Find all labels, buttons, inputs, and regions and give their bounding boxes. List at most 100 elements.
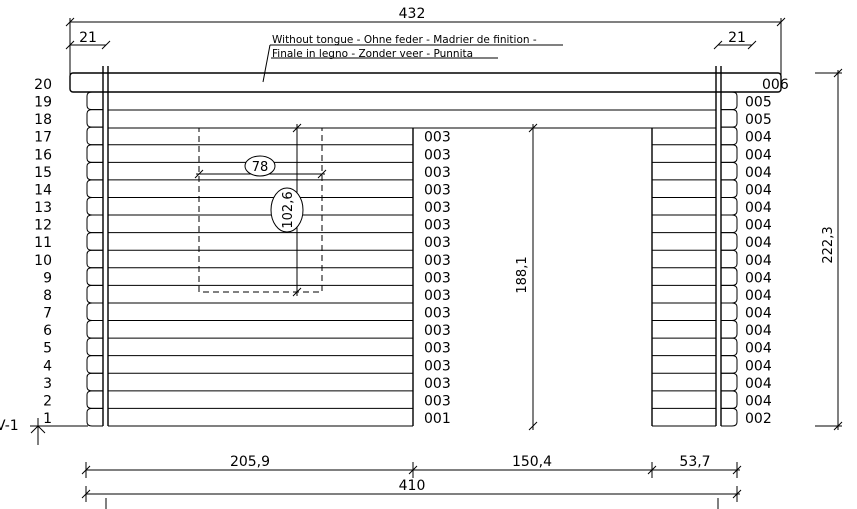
log-end-left: [86, 372, 103, 392]
log-end-right: [721, 249, 738, 269]
log-end-right: [721, 214, 738, 234]
log-end-right: [721, 109, 738, 128]
level-marker: V-1: [0, 418, 88, 445]
log-end-right: [721, 337, 738, 357]
log-end-right: [721, 372, 738, 392]
right-log-code: 004: [745, 165, 772, 181]
left-log-code: 003: [424, 393, 451, 409]
log-end-left: [86, 179, 103, 198]
right-log-code: 004: [745, 376, 772, 392]
right-log-code: 006: [762, 77, 789, 93]
log-end-right: [721, 407, 738, 427]
log-end-right: [721, 320, 738, 339]
row-number: 5: [43, 341, 52, 357]
left-log-code: 001: [424, 411, 451, 427]
left-log-code: 003: [424, 306, 451, 322]
row-number: 4: [43, 358, 52, 374]
right-log-codes: 0060050050040040040040040040040040040040…: [745, 77, 789, 427]
right-log-code: 005: [745, 95, 772, 111]
window-height-dimension: 102,6: [270, 123, 304, 297]
left-log-code: 003: [424, 165, 451, 181]
log-end-right: [721, 196, 738, 216]
right-log-code: 004: [745, 253, 772, 269]
level-marker-label: V-1: [0, 418, 19, 434]
log-end-left: [86, 91, 103, 111]
door-height-dimension: 188,1: [515, 123, 538, 431]
row-number: 15: [34, 165, 52, 181]
left-log-code: 003: [424, 130, 451, 146]
segment-left-label: 205,9: [230, 454, 270, 470]
right-log-code: 004: [745, 393, 772, 409]
segment-door-label: 150,4: [512, 454, 552, 470]
row-number: 18: [34, 112, 52, 128]
left-log-code: 003: [424, 253, 451, 269]
log-end-right: [721, 144, 738, 163]
log-end-right: [721, 267, 738, 286]
log-end-left: [86, 109, 103, 128]
right-log-code: 004: [745, 323, 772, 339]
log-end-right: [721, 126, 738, 146]
row-number: 1: [43, 411, 52, 427]
row-number: 16: [34, 147, 52, 163]
log-end-left: [86, 267, 103, 286]
row-number: 11: [34, 235, 52, 251]
log-end-left: [86, 249, 103, 269]
log-end-right: [721, 161, 738, 181]
right-overhang-label: 21: [728, 30, 746, 46]
door-height-label: 188,1: [515, 256, 530, 293]
log-end-left: [86, 355, 103, 374]
left-log-code: 003: [424, 182, 451, 198]
right-log-code: 004: [745, 270, 772, 286]
row-number: 9: [43, 270, 52, 286]
left-log-code: 003: [424, 200, 451, 216]
total-height-label: 222,3: [821, 226, 836, 263]
log-end-left: [86, 214, 103, 234]
window-width-label: 78: [252, 160, 269, 175]
log-end-left: [86, 144, 103, 163]
top-finishing-beam: [69, 72, 782, 93]
left-corner-post: [102, 66, 109, 426]
row-number: 2: [43, 393, 52, 409]
base-width-dimension: 410: [81, 478, 742, 509]
row-number: 12: [34, 218, 52, 234]
log-end-right: [721, 179, 738, 198]
note-line-1: Without tongue - Ohne feder - Madrier de…: [272, 34, 537, 46]
log-end-left: [86, 390, 103, 409]
row-number: 14: [34, 182, 52, 198]
total-width-label: 432: [399, 6, 426, 22]
row-number: 20: [34, 77, 52, 93]
total-height-dimension: 222,3: [815, 68, 843, 431]
log-end-left: [86, 302, 103, 322]
log-end-left: [86, 161, 103, 181]
right-log-code: 004: [745, 182, 772, 198]
row-number: 3: [43, 376, 52, 392]
right-log-stack: [652, 91, 738, 427]
row-number: 8: [43, 288, 52, 304]
right-log-code: 004: [745, 358, 772, 374]
row-number: 13: [34, 200, 52, 216]
right-overhang-dimension: 21: [713, 30, 757, 50]
log-end-right: [721, 390, 738, 409]
base-width-label: 410: [399, 478, 426, 494]
right-log-code: 004: [745, 341, 772, 357]
right-log-code: 004: [745, 218, 772, 234]
right-corner-post: [715, 66, 722, 426]
log-end-right: [721, 91, 738, 111]
right-log-code: 004: [745, 200, 772, 216]
row-number: 7: [43, 306, 52, 322]
right-log-code: 004: [745, 130, 772, 146]
left-log-code: 003: [424, 358, 451, 374]
log-end-left: [86, 126, 103, 146]
window-width-dimension: 78: [194, 155, 327, 179]
right-log-code: 004: [745, 147, 772, 163]
right-log-code: 004: [745, 306, 772, 322]
upper-full-width-logs: [108, 109, 716, 129]
row-number: 6: [43, 323, 52, 339]
left-log-code: 003: [424, 376, 451, 392]
left-log-code: 003: [424, 323, 451, 339]
right-log-code: 005: [745, 112, 772, 128]
row-number: 10: [34, 253, 52, 269]
log-end-right: [721, 355, 738, 374]
